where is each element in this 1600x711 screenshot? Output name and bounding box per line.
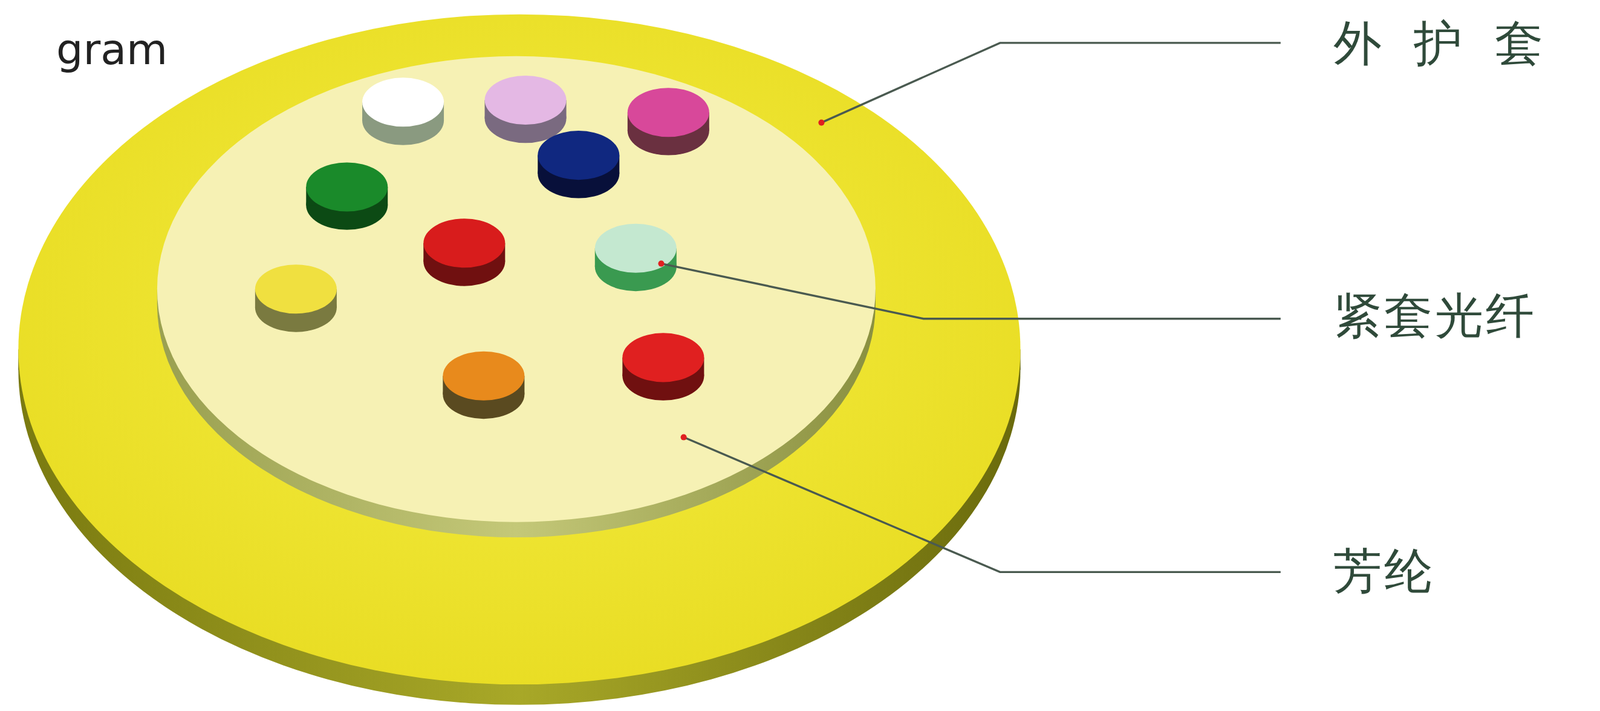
part-label: 紧套光纤 xyxy=(1333,289,1537,343)
fiber xyxy=(362,77,444,145)
fiber xyxy=(622,332,704,400)
part-label: 外 护 套 xyxy=(1333,16,1552,71)
title-fragment: gram xyxy=(56,26,168,74)
aramid-layer xyxy=(157,56,876,537)
fiber xyxy=(537,130,620,198)
tight-buffered-fibers xyxy=(255,75,710,419)
fiber xyxy=(442,351,525,419)
leader-dots xyxy=(657,119,825,441)
fiber xyxy=(627,87,710,155)
fiber xyxy=(595,223,677,291)
part-label: 芳纶 xyxy=(1333,544,1435,598)
fiber xyxy=(484,75,567,143)
fiber xyxy=(305,162,388,230)
fiber xyxy=(255,264,337,332)
leader-lines xyxy=(661,42,1281,572)
outer-jacket xyxy=(18,14,1021,705)
fiber xyxy=(423,218,505,286)
